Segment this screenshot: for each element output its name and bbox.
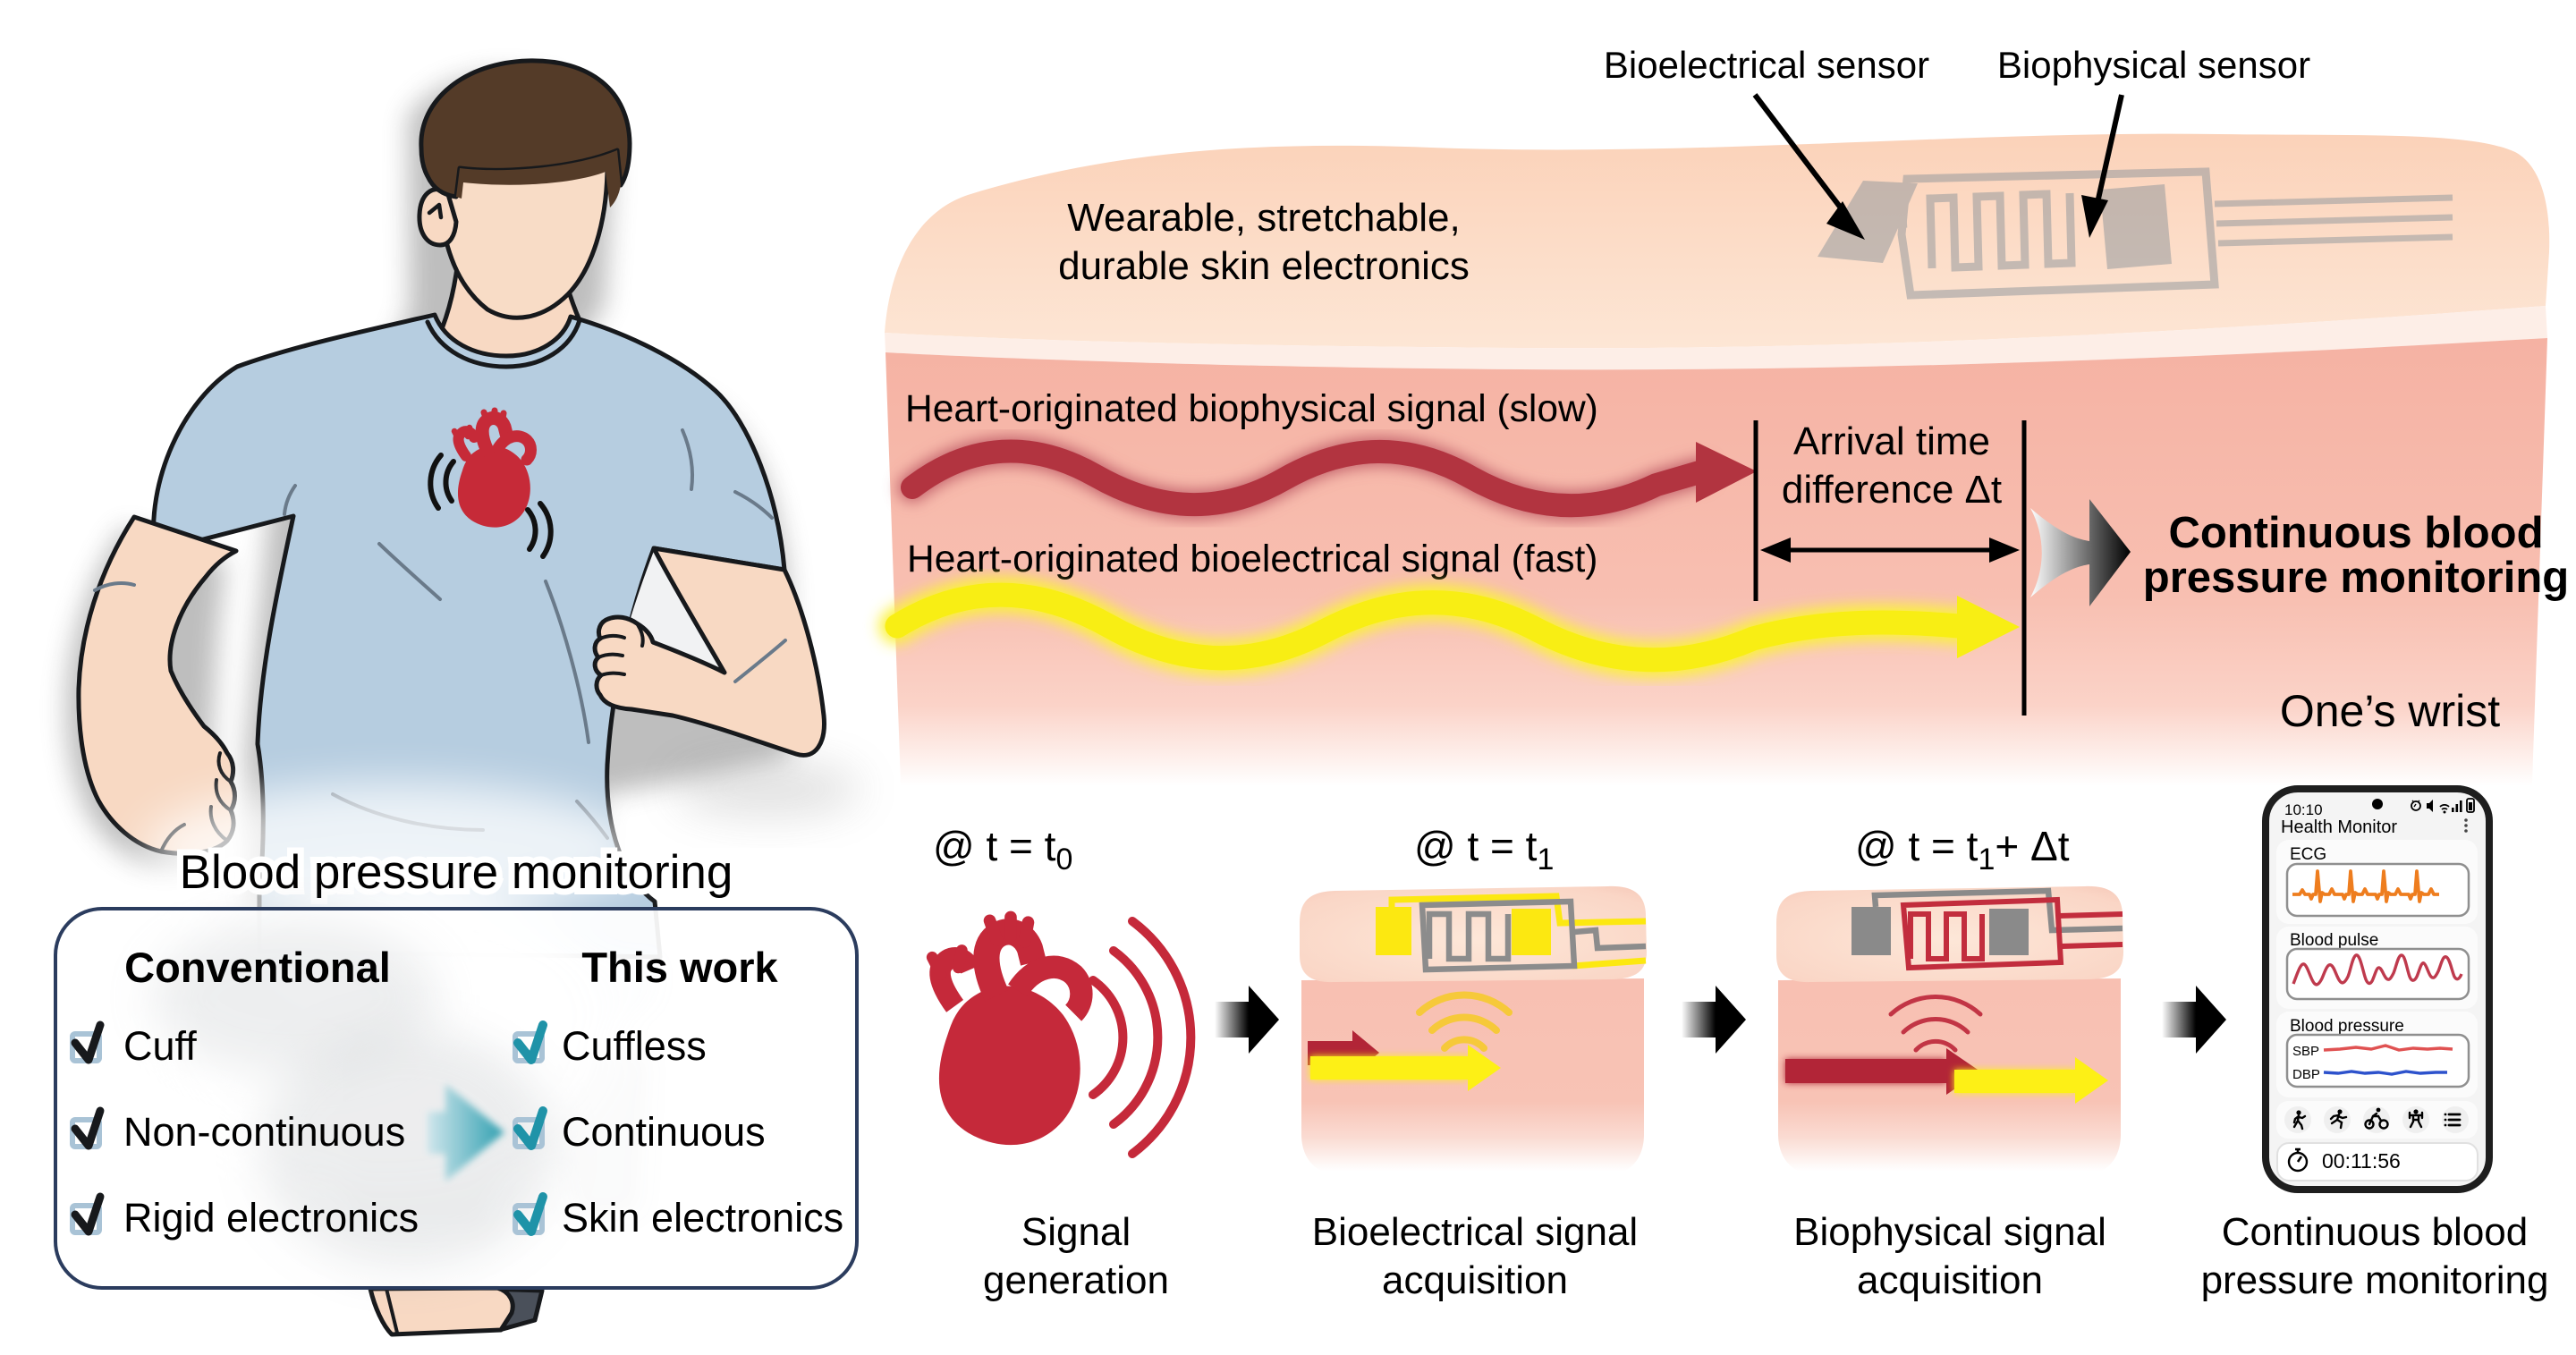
svg-text:Skin electronics: Skin electronics xyxy=(562,1195,843,1241)
svg-text:difference Δt: difference Δt xyxy=(1782,468,2002,512)
svg-text:Arrival time: Arrival time xyxy=(1793,419,1990,463)
svg-text:Continuous: Continuous xyxy=(562,1109,766,1155)
svg-text:Heart-originated bioelectrical: Heart-originated bioelectrical signal (f… xyxy=(907,538,1597,580)
svg-text:Conventional: Conventional xyxy=(124,944,391,991)
svg-text:@ t = t0: @ t = t0 xyxy=(933,823,1072,877)
svg-text:pressure monitoring: pressure monitoring xyxy=(2201,1258,2549,1302)
svg-text:@ t = t1: @ t = t1 xyxy=(1414,823,1554,877)
svg-text:Wearable, stretchable,: Wearable, stretchable, xyxy=(1067,196,1460,240)
svg-text:Rigid electronics: Rigid electronics xyxy=(123,1195,419,1241)
svg-text:10:10: 10:10 xyxy=(2284,801,2323,818)
svg-text:acquisition: acquisition xyxy=(1857,1258,2043,1302)
svg-text:pressure monitoring: pressure monitoring xyxy=(2143,554,2569,602)
svg-text:Bioelectrical signal: Bioelectrical signal xyxy=(1312,1210,1638,1254)
svg-text:generation: generation xyxy=(983,1258,1169,1302)
svg-text:One’s wrist: One’s wrist xyxy=(2280,686,2500,736)
svg-text:SBP: SBP xyxy=(2292,1044,2319,1059)
svg-text:Blood pressure: Blood pressure xyxy=(2290,1017,2404,1036)
svg-text:Signal: Signal xyxy=(1021,1210,1131,1254)
svg-text:Blood pressure monitoring: Blood pressure monitoring xyxy=(180,846,733,899)
svg-text:Health Monitor: Health Monitor xyxy=(2281,817,2397,837)
svg-text:Biophysical signal: Biophysical signal xyxy=(1793,1210,2106,1254)
svg-text:Cuff: Cuff xyxy=(123,1023,197,1069)
svg-text:Non-continuous: Non-continuous xyxy=(123,1109,405,1155)
svg-text:ECG: ECG xyxy=(2290,845,2326,864)
svg-text:Continuous blood: Continuous blood xyxy=(2168,509,2543,557)
svg-text:This work: This work xyxy=(581,944,778,991)
svg-text:Biophysical sensor: Biophysical sensor xyxy=(1997,44,2310,86)
svg-text:@ t = t1+ Δt: @ t = t1+ Δt xyxy=(1855,823,2070,877)
svg-text:acquisition: acquisition xyxy=(1382,1258,1568,1302)
svg-text:DBP: DBP xyxy=(2292,1067,2320,1082)
svg-text:00:11:56: 00:11:56 xyxy=(2322,1149,2401,1173)
svg-text:Bioelectrical sensor: Bioelectrical sensor xyxy=(1604,44,1929,86)
svg-text:durable skin electronics: durable skin electronics xyxy=(1058,244,1470,288)
svg-text:Blood pulse: Blood pulse xyxy=(2290,931,2378,950)
svg-text:Cuffless: Cuffless xyxy=(562,1023,707,1069)
svg-text:Continuous blood: Continuous blood xyxy=(2222,1210,2528,1254)
svg-text:Heart-originated biophysical s: Heart-originated biophysical signal (slo… xyxy=(905,388,1598,430)
